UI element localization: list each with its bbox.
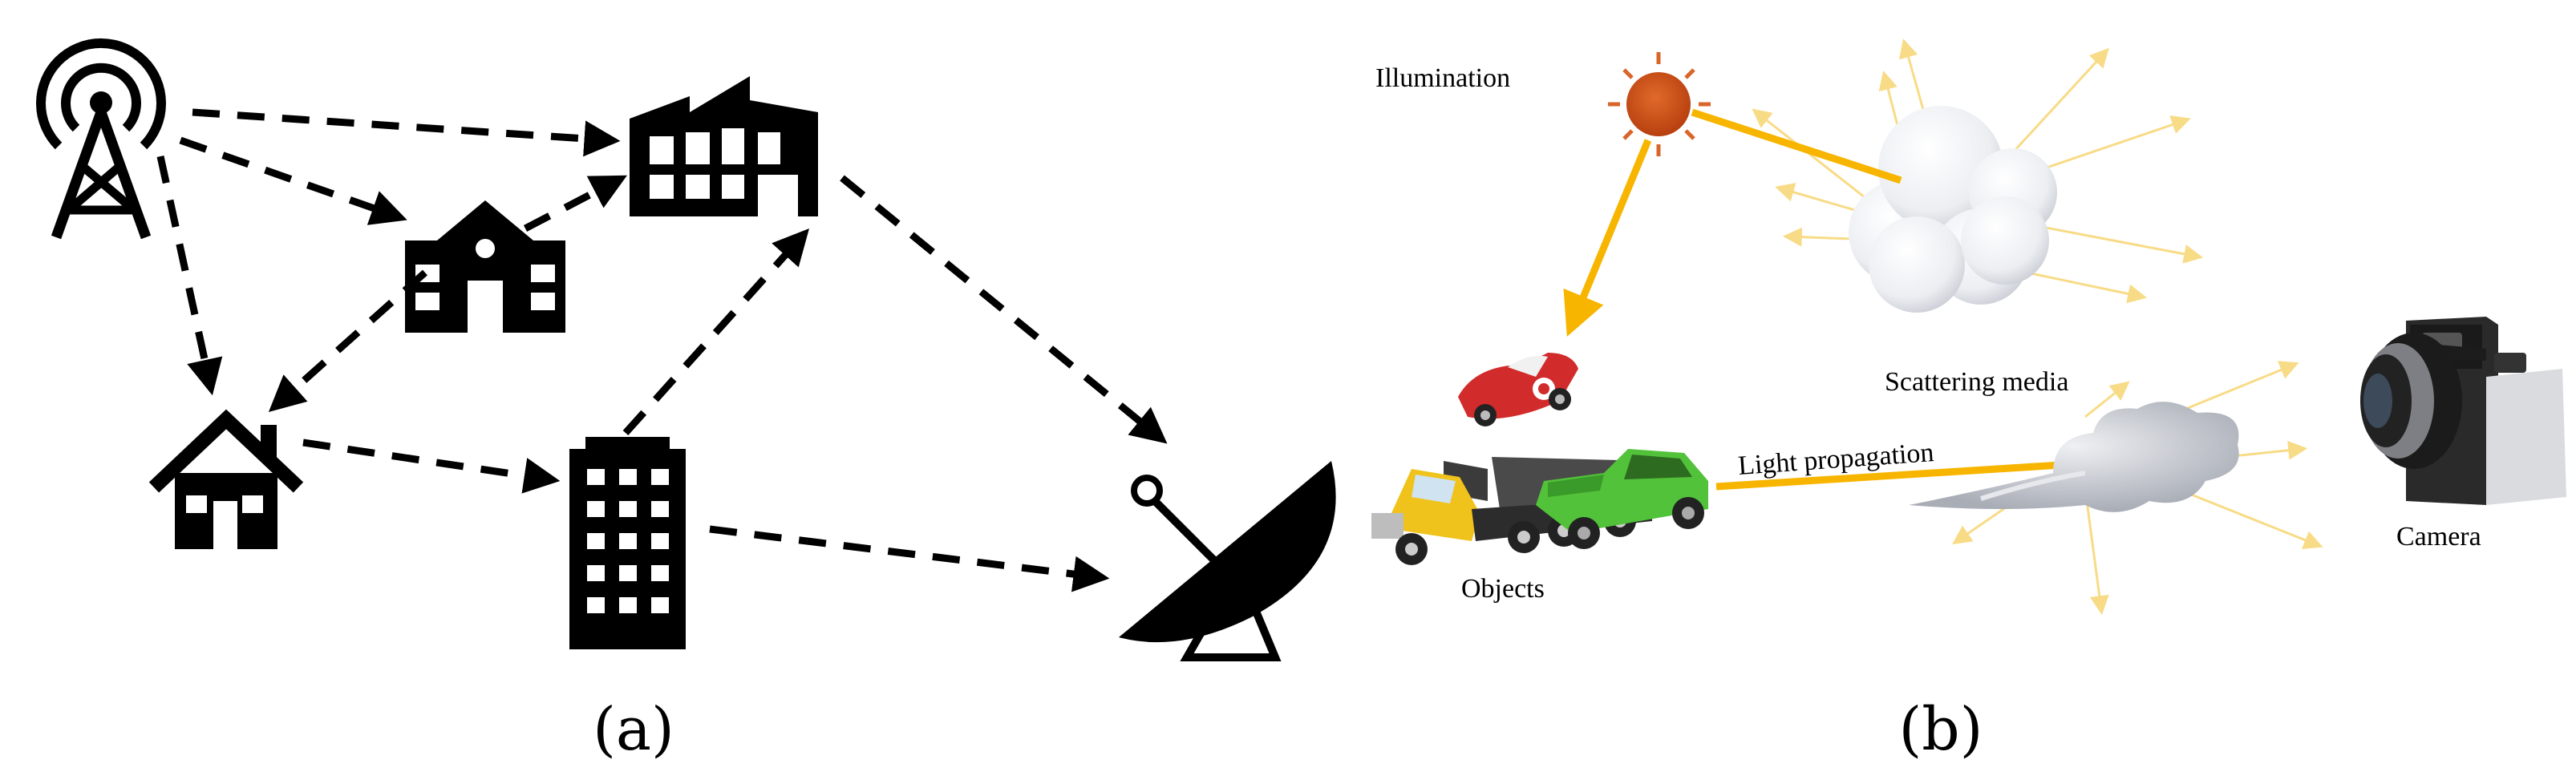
arrow-school-house xyxy=(268,269,427,412)
arrow-factory-dish xyxy=(840,175,1168,444)
panel-a: (a) xyxy=(36,38,1336,764)
beam-sun-to-cloud xyxy=(1691,108,1902,184)
camera-icon xyxy=(2360,317,2566,505)
connection-arrows xyxy=(156,108,1168,592)
cloud-icon xyxy=(1849,106,2057,313)
school-icon xyxy=(405,200,565,333)
camera-label: Camera xyxy=(2396,522,2481,552)
smoke-icon xyxy=(1909,402,2239,512)
house-icon xyxy=(148,409,304,549)
scattering-media-label: Scattering media xyxy=(1885,367,2068,397)
race-car-icon xyxy=(1458,353,1578,426)
arrow-office-factory xyxy=(622,228,810,436)
satellite-dish-icon xyxy=(1119,461,1336,661)
beam-sun-to-objects xyxy=(1563,139,1652,337)
arrow-office-dish xyxy=(709,525,1110,592)
arrow-tower-factory xyxy=(192,108,621,157)
pickup-truck-icon xyxy=(1536,449,1708,549)
arrow-tower-school xyxy=(179,136,407,225)
arrow-school-factory xyxy=(523,175,627,232)
factory-icon xyxy=(630,76,818,216)
panel-b-caption: (b) xyxy=(1898,695,1983,764)
arrow-house-office xyxy=(302,438,561,494)
radio-tower-icon xyxy=(36,38,166,240)
beam-light-propagation xyxy=(1715,461,2062,491)
office-building-icon xyxy=(569,437,686,649)
sun-icon xyxy=(1608,52,1711,156)
panel-a-caption: (a) xyxy=(593,695,674,764)
panel-b: Illumination Scattering media Light prop… xyxy=(1371,38,2566,764)
objects-label: Objects xyxy=(1461,574,1545,604)
arrow-tower-house xyxy=(156,156,223,396)
illumination-label: Illumination xyxy=(1375,63,1510,93)
